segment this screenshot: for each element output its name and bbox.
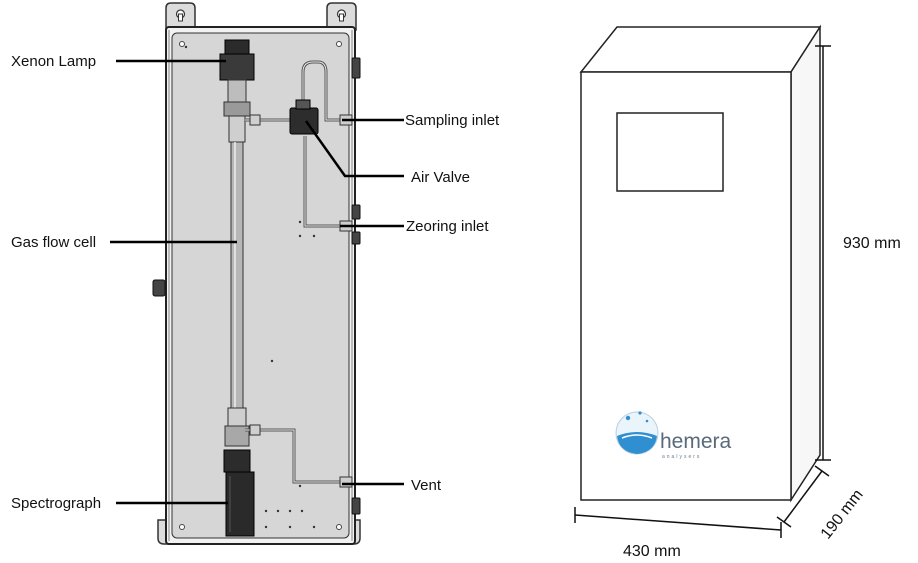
brand-name: hemera xyxy=(660,430,732,453)
spectrograph-label: Spectrograph xyxy=(11,495,101,512)
air-valve-label: Air Valve xyxy=(411,169,470,186)
cabinet-interior xyxy=(152,2,361,545)
xenon-lamp xyxy=(219,39,255,143)
gas-flow-cell-label: Gas flow cell xyxy=(11,234,96,251)
mounting-plate xyxy=(171,32,350,539)
height-dimension xyxy=(815,45,831,461)
vent-label: Vent xyxy=(411,477,442,494)
mounting-bracket-top-right xyxy=(326,2,357,31)
xenon-lamp-label: Xenon Lamp xyxy=(11,53,96,70)
width-dimension-label: 430 mm xyxy=(623,543,681,560)
brand-tagline: analysers xyxy=(662,454,701,460)
depth-dimension-label: 190 mm xyxy=(818,486,867,542)
cabinet-side xyxy=(790,24,821,503)
plumbing-highlight xyxy=(245,61,352,483)
corner-screws xyxy=(179,41,342,530)
zeroing-inlet-label: Zeoring inlet xyxy=(406,218,489,235)
width-dimension xyxy=(574,507,782,538)
hemera-logo: hemera analysers xyxy=(615,411,732,460)
callout-lines xyxy=(110,59,404,505)
spectrograph xyxy=(223,449,255,537)
height-dimension-label: 930 mm xyxy=(843,235,901,252)
sampling-inlet-label: Sampling inlet xyxy=(405,112,500,129)
display-window xyxy=(616,112,724,192)
mounting-bracket-top-left xyxy=(165,2,196,31)
depth-dimension xyxy=(776,465,830,528)
cabinet-exterior: hemera analysers xyxy=(579,24,822,503)
gas-flow-cell xyxy=(224,141,250,447)
cabinet-top xyxy=(579,26,822,73)
side-glands xyxy=(152,57,361,515)
air-valve-leader xyxy=(304,120,404,178)
mounting-holes xyxy=(184,45,316,529)
